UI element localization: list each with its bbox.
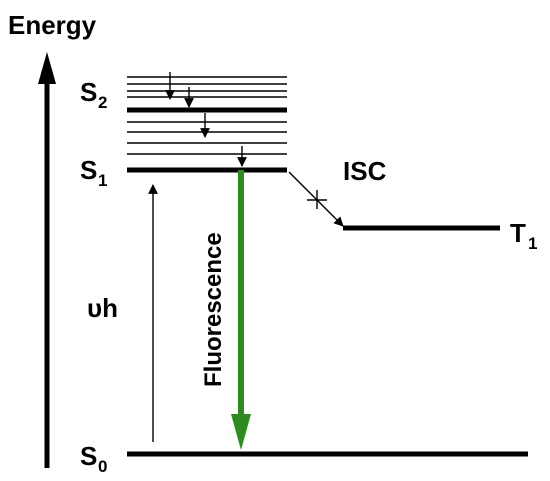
isc-arrow [288, 171, 344, 227]
absorption-label: υh [87, 293, 118, 323]
s2-subscript: 2 [98, 93, 107, 112]
s2-label: S 2 [80, 77, 107, 112]
fluorescence-arrowhead [231, 414, 251, 450]
t1-subscript: 1 [528, 234, 537, 253]
isc-label: ISC [343, 156, 387, 186]
s1-letter: S [80, 155, 97, 185]
s1-label: S 1 [80, 155, 107, 190]
fluorescence-label: Fluorescence [200, 232, 227, 387]
energy-axis-label: Energy [8, 10, 97, 40]
t1-label: T 1 [510, 218, 537, 253]
t1-letter: T [510, 218, 526, 248]
s0-subscript: 0 [98, 457, 107, 476]
s1-subscript: 1 [98, 171, 107, 190]
energy-axis-arrowhead [38, 52, 56, 84]
s0-letter: S [80, 441, 97, 471]
s2-letter: S [80, 77, 97, 107]
s0-label: S 0 [80, 441, 107, 476]
